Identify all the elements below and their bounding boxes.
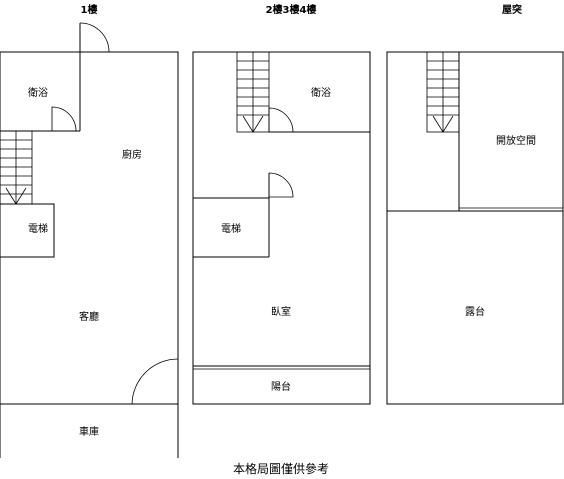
floor-1-living-label: 客廳 [79,310,99,323]
title-floor-1: 1樓 [81,3,98,16]
floor-2-4-elevator-label: 電梯 [221,222,241,235]
title-roof: 屋突 [502,3,522,16]
floor-1-outer-wall [0,51,179,458]
floor-2-4-bath-label: 衛浴 [311,86,331,99]
floor-1-elevator-box [0,203,55,258]
roof-plan: 開放空間 露台 [386,51,564,405]
floor-1-entry-door-swing [79,22,110,53]
floor-1-garage-label: 車庫 [79,425,99,438]
roof-open-space-label: 開放空間 [496,134,536,147]
floor-1-living-door-swing [131,358,179,405]
roof-staircase [426,51,460,133]
floor-2-4-bedroom-label: 臥室 [271,305,291,318]
floor-2-4-balcony-label: 陽台 [271,380,291,393]
floor-2-4-bath-door-swing [268,107,294,133]
title-floors-2-4: 2樓3樓4樓 [266,3,317,16]
floor-2-4-door-swing [268,172,294,198]
floor-1-elevator-label: 電梯 [28,222,48,235]
floor-1-plan: 衛浴 廚房 電梯 客廳 車庫 [0,22,179,458]
floor-2-4-outer-wall [192,51,371,405]
floor-2-4-plan: 衛浴 電梯 臥室 陽台 [192,51,371,405]
floor-1-bath-label: 衛浴 [28,86,48,99]
disclaimer-caption: 本格局圖僅供參考 [233,461,329,476]
roof-outer-wall [386,51,564,405]
floor-1-bath-door-swing [51,106,77,132]
floor-1-staircase [0,130,33,205]
floor-1-kitchen-label: 廚房 [122,148,142,161]
floor-2-4-staircase [236,51,270,133]
roof-terrace-label: 露台 [465,305,485,318]
